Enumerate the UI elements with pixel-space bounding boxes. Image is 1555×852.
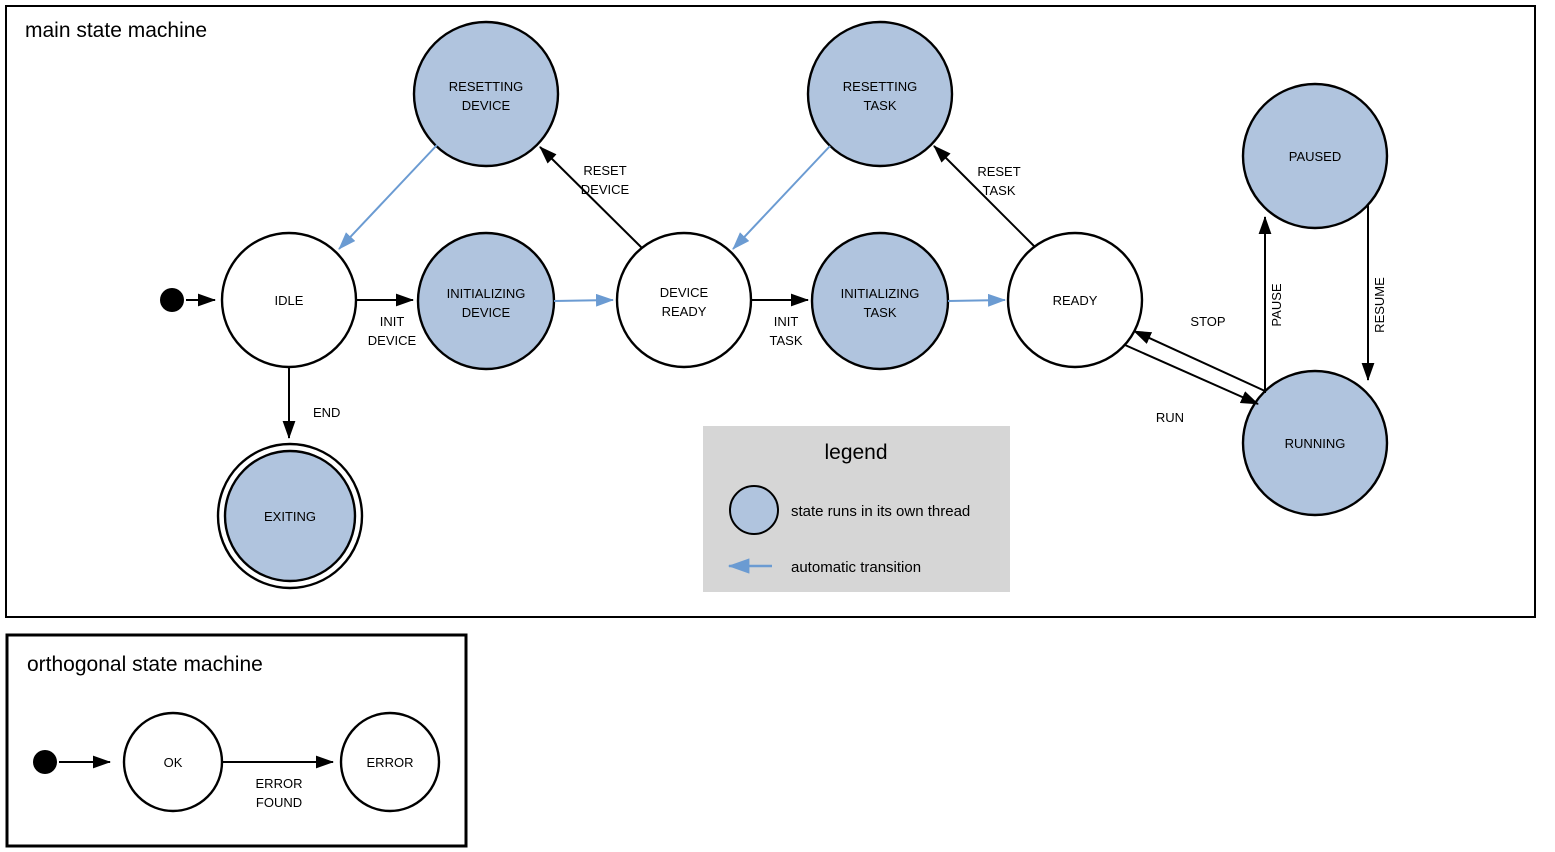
edge-initializing-device-to-device-ready	[553, 293, 614, 307]
state-exiting[interactable]	[223, 449, 357, 583]
state-initializing-task[interactable]	[810, 231, 950, 371]
edge-initializing-task-to-ready	[947, 293, 1006, 307]
edge-label-resume: RESUME	[1372, 277, 1387, 333]
state-initializing-device-label-1: INITIALIZING	[447, 286, 526, 301]
legend-thread-label: state runs in its own thread	[791, 503, 970, 520]
state-paused[interactable]	[1241, 82, 1389, 230]
edge-running-to-ready	[1133, 330, 1266, 392]
edge-resetting-device-to-idle	[338, 144, 438, 250]
state-resetting-task-label-2: TASK	[864, 98, 897, 113]
state-resetting-device[interactable]	[412, 20, 560, 168]
state-initializing-device[interactable]	[416, 231, 556, 371]
state-ready[interactable]	[1006, 231, 1144, 369]
state-idle-label: IDLE	[275, 293, 304, 308]
edge-label-init-device-1: INIT	[380, 314, 405, 329]
edge-ready-to-resetting-task	[933, 145, 1036, 248]
edge-label-init-device-2: DEVICE	[368, 333, 417, 348]
edge-label-end: END	[313, 405, 340, 420]
state-device-ready[interactable]	[615, 231, 753, 369]
edge-resetting-task-to-device-ready	[732, 145, 831, 250]
legend-title: legend	[824, 441, 887, 464]
edge-label-reset-device-1: RESET	[583, 163, 626, 178]
state-resetting-task-label-1: RESETTING	[843, 79, 917, 94]
edge-label-init-task-2: TASK	[770, 333, 803, 348]
main-panel-title: main state machine	[25, 19, 207, 42]
state-ready-label: READY	[1053, 293, 1098, 308]
state-running-label: RUNNING	[1285, 436, 1346, 451]
state-device-ready-label-2: READY	[662, 304, 707, 319]
legend-auto-label: automatic transition	[791, 559, 921, 576]
edge-ready-to-running	[1124, 344, 1259, 405]
edge-label-error-found-2: FOUND	[256, 795, 302, 810]
edge-label-stop: STOP	[1190, 314, 1225, 329]
legend-thread-swatch-icon	[729, 485, 779, 535]
edge-label-reset-device-2: DEVICE	[581, 182, 630, 197]
state-initializing-task-label-2: TASK	[864, 305, 897, 320]
edge-label-init-task-1: INIT	[774, 314, 799, 329]
edge-label-reset-task-2: TASK	[983, 183, 1016, 198]
edge-label-reset-task-1: RESET	[977, 164, 1020, 179]
state-exiting-label: EXITING	[264, 509, 316, 524]
orthogonal-initial-state-marker	[33, 750, 57, 774]
main-initial-state-marker	[160, 288, 184, 312]
edge-label-error-found-1: ERROR	[256, 776, 303, 791]
state-resetting-device-label-2: DEVICE	[462, 98, 511, 113]
orthogonal-panel-title: orthogonal state machine	[27, 653, 263, 676]
edge-label-run: RUN	[1156, 410, 1184, 425]
state-error[interactable]	[339, 711, 441, 813]
state-error-label: ERROR	[367, 755, 414, 770]
edge-label-pause: PAUSE	[1269, 283, 1284, 326]
state-running[interactable]	[1241, 369, 1389, 517]
state-paused-label: PAUSED	[1289, 149, 1342, 164]
state-initializing-device-label-2: DEVICE	[462, 305, 511, 320]
state-resetting-device-label-1: RESETTING	[449, 79, 523, 94]
state-initializing-task-label-1: INITIALIZING	[841, 286, 920, 301]
edge-device-ready-to-resetting-device	[539, 146, 643, 249]
state-ok-label: OK	[164, 755, 183, 770]
state-device-ready-label-1: DEVICE	[660, 285, 709, 300]
state-resetting-task[interactable]	[806, 20, 954, 168]
